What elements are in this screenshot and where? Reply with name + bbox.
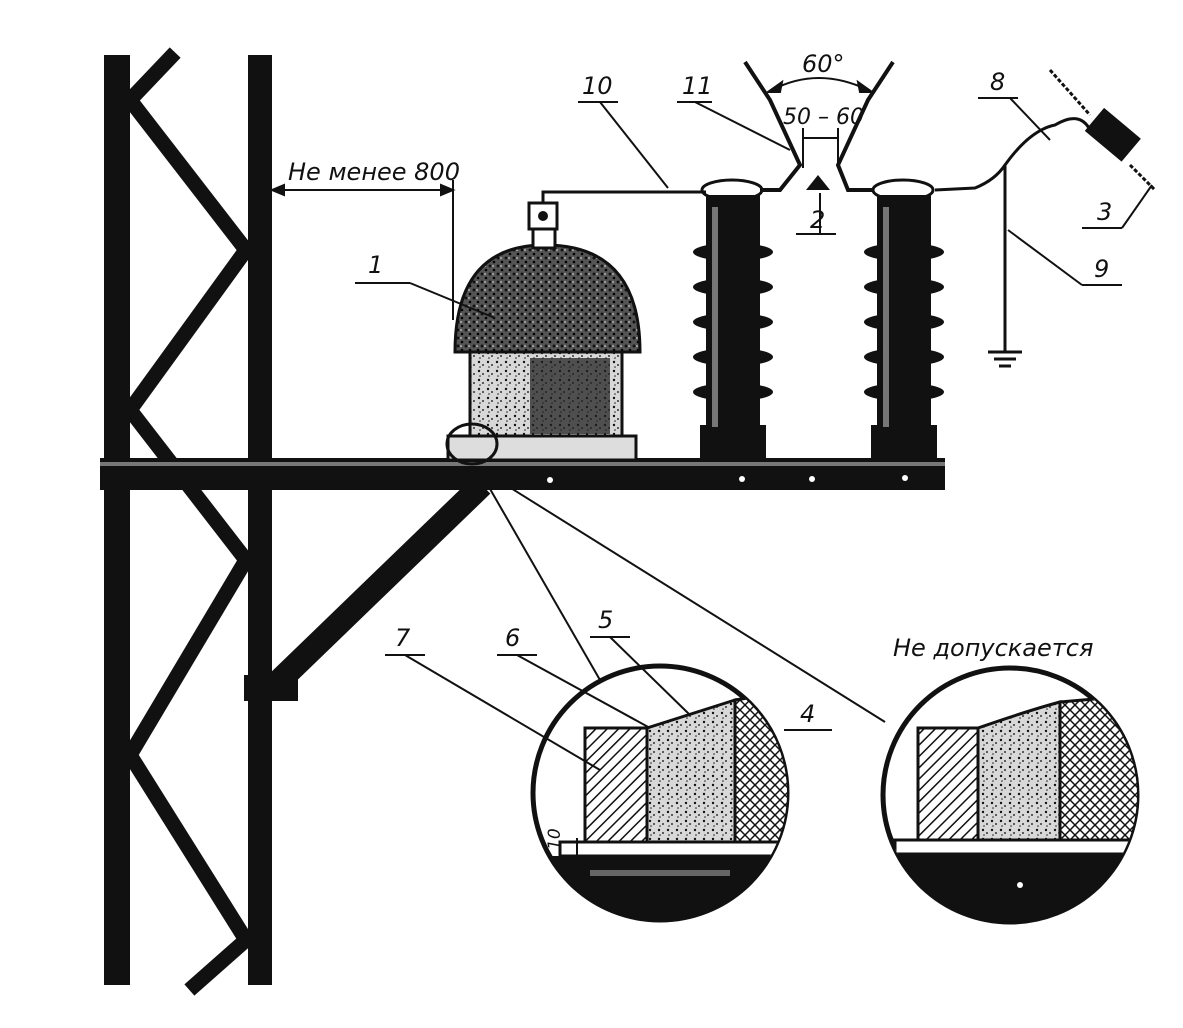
lattice-tower	[100, 47, 945, 996]
label-10: 10	[582, 72, 613, 100]
seal-gap-label: 10	[545, 828, 565, 850]
clearance-label: Не менее 800	[288, 158, 460, 186]
label-7: 7	[395, 624, 411, 652]
callout-leaders	[355, 97, 1153, 771]
insulator-right	[864, 178, 944, 460]
label-9: 9	[1094, 255, 1109, 283]
arrester-unit	[445, 201, 642, 466]
label-1: 1	[368, 251, 383, 279]
angle-dimension	[764, 77, 876, 168]
detail-not-allowed	[880, 665, 1140, 925]
detail-leaders	[481, 474, 886, 723]
fuse-holder	[1048, 69, 1157, 192]
label-5: 5	[598, 606, 613, 634]
label-6: 6	[505, 624, 520, 652]
detail-correct	[530, 663, 790, 923]
clearance-dimension	[269, 180, 456, 320]
not-allowed-note: Не допускается	[893, 634, 1093, 662]
label-2: 2	[810, 206, 825, 234]
label-3: 3	[1097, 198, 1112, 226]
gap-label: 50 – 60	[783, 105, 864, 130]
label-8: 8	[990, 68, 1005, 96]
insulator-left	[693, 178, 773, 460]
label-4: 4	[800, 700, 815, 728]
ground-lead	[988, 165, 1022, 368]
label-11: 11	[682, 72, 713, 100]
angle-label: 60°	[802, 50, 845, 78]
